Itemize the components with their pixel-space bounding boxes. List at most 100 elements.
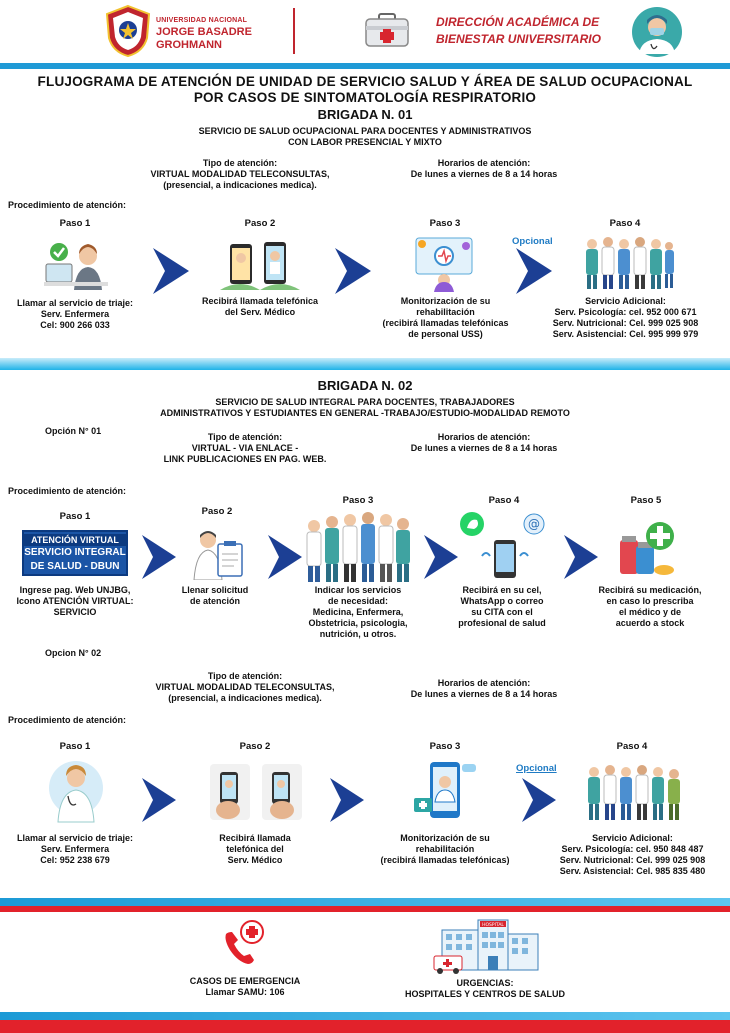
b2o1-step3-text: Indicar los servicios de necesidad: Medi… <box>308 585 408 639</box>
b2o2-step1-text: Llamar al servicio de triaje: Serv. Enfe… <box>16 833 134 865</box>
b2o2-step3-text: Monitorización de su rehabilitación (rec… <box>380 833 510 865</box>
b2-opt2-horario-label: Horarios de atención: <box>437 678 531 688</box>
b2o1-step3-label: Paso 3 <box>342 495 374 506</box>
univ-line1: UNIVERSIDAD NACIONAL <box>156 17 248 24</box>
hospital-building-icon: HOSPITAL <box>433 919 539 974</box>
b1-arrow-3 <box>516 248 552 294</box>
doctor-form-icon <box>193 531 243 580</box>
brigada2-title: BRIGADA N. 02 <box>317 378 413 393</box>
doctor-avatar-icon <box>632 7 682 57</box>
header: UNIVERSIDAD NACIONAL JORGE BASADRE GROHM… <box>0 0 730 62</box>
medical-staff-icon-2 <box>588 765 680 820</box>
university-seal-icon <box>105 4 151 58</box>
b2o1-step4-label: Paso 4 <box>488 495 520 506</box>
b2-opt1-procedimiento: Procedimiento de atención: <box>8 486 127 496</box>
brigada1-subtitle: SERVICIO DE SALUD OCUPACIONAL PARA DOCEN… <box>198 126 532 147</box>
b2-opt2-tipo-label: Tipo de atención: <box>207 671 283 681</box>
b1-arrow-1 <box>153 248 189 294</box>
nurse-headset-icon <box>49 761 103 823</box>
b2o1-step1-label: Paso 1 <box>59 511 91 522</box>
footer-band-top <box>0 898 730 906</box>
b2o2-arrow-2 <box>330 778 364 822</box>
b1-arrow-2 <box>335 248 371 294</box>
badge-line2: SERVICIO INTEGRAL <box>24 547 126 558</box>
b2o1-arrow-1 <box>142 535 176 579</box>
emergencia-value: Llamar SAMU: 106 <box>205 987 285 997</box>
b2o1-step2-text: Llenar solicitud de atención <box>181 585 249 606</box>
hospital-sign: HOSPITAL <box>482 922 504 928</box>
b2-opt1-tipo-value: VIRTUAL - VIA ENLACE - LINK PUBLICACIONE… <box>163 443 327 464</box>
b2o1-step1-text: Ingrese pag. Web UNJBG, Icono ATENCIÓN V… <box>16 585 134 617</box>
dept-line1: DIRECCIÓN ACADÉMICA DE <box>436 15 600 29</box>
b2o1-step5-label: Paso 5 <box>630 495 662 506</box>
b1-horario-label: Horarios de atención: <box>437 158 531 168</box>
urgencias-value: HOSPITALES Y CENTROS DE SALUD <box>404 989 566 999</box>
emergencia-title: CASOS DE EMERGENCIA <box>189 976 301 986</box>
b1-step1-text: Llamar al servicio de triaje: Serv. Enfe… <box>16 298 134 330</box>
medication-icon <box>620 522 674 575</box>
urgencias-title: URGENCIAS: <box>456 978 514 988</box>
b2o2-step4-label: Paso 4 <box>616 741 648 752</box>
b1-tipo-value: VIRTUAL MODALIDAD TELECONSULTAS, (presen… <box>150 169 330 190</box>
b1-step4-text: Servicio Adicional: Serv. Psicología: ce… <box>552 296 699 339</box>
atencion-virtual-badge[interactable]: ATENCIÓN VIRTUAL SERVICIO INTEGRAL DE SA… <box>22 530 128 576</box>
badge-line3: DE SALUD - DBUN <box>30 561 120 572</box>
b1-horario-value: De lunes a viernes de 8 a 14 horas <box>410 169 558 179</box>
b2o1-step5-text: Recibirá su medicación, en caso lo presc… <box>598 585 702 628</box>
b2-opt1-label: Opción N° 01 <box>45 426 102 436</box>
header-band <box>0 63 730 69</box>
b2-opt2-tipo-value: VIRTUAL MODALIDAD TELECONSULTAS, (presen… <box>155 682 335 703</box>
section-divider-band <box>0 358 730 370</box>
whatsapp-email-icon: @ <box>460 512 545 578</box>
b2o2-arrow-1 <box>142 778 176 822</box>
b1-procedimiento: Procedimiento de atención: <box>8 200 127 210</box>
bottom-band-red <box>0 1020 730 1033</box>
b2-opt2-label: Opcion N° 02 <box>45 648 102 658</box>
phone-doctor-icon <box>414 762 476 818</box>
univ-line2: JORGE BASADRE <box>156 26 252 38</box>
nurse-phone-icon <box>44 243 108 290</box>
monitoring-icon <box>415 237 473 292</box>
first-aid-kit-icon <box>365 13 409 47</box>
b2o2-arrow-3 <box>522 778 556 822</box>
svg-text:@: @ <box>528 517 540 531</box>
b1-step3-text: Monitorización de su rehabilitación (rec… <box>382 296 509 339</box>
emergency-phone-icon <box>225 920 264 964</box>
medical-staff-icon <box>586 237 674 289</box>
b2o2-step2-text: Recibirá llamada telefónica del Serv. Mé… <box>219 833 291 865</box>
b1-step2-text: Recibirá llamada telefónica del Serv. Mé… <box>201 296 319 317</box>
b2-opt1-horario-value: De lunes a viernes de 8 a 14 horas <box>410 443 558 453</box>
b2o2-step1-label: Paso 1 <box>59 741 91 752</box>
b2o2-step4-text: Servicio Adicional: Serv. Psicología: ce… <box>559 833 706 876</box>
health-team-icon <box>306 512 410 582</box>
page-title-line1: FLUJOGRAMA DE ATENCIÓN DE UNIDAD DE SERV… <box>37 74 693 89</box>
b1-step1-label: Paso 1 <box>59 218 91 229</box>
b1-step2-label: Paso 2 <box>244 218 276 229</box>
phone-consult-icon <box>210 764 302 820</box>
univ-line3: GROHMANN <box>156 39 222 51</box>
brigada1-title: BRIGADA N. 01 <box>317 107 413 122</box>
b2o2-step3-label: Paso 3 <box>429 741 461 752</box>
header-divider <box>293 8 295 54</box>
b2o1-arrow-4 <box>564 535 598 579</box>
dept-line2: BIENESTAR UNIVERSITARIO <box>436 32 601 46</box>
footer-band-red <box>0 906 730 912</box>
b2o2-opcional-tag: Opcional <box>516 763 557 774</box>
b2o1-step2-label: Paso 2 <box>201 506 233 517</box>
page-title-line2: POR CASOS DE SINTOMATOLOGÍA RESPIRATORIO <box>193 90 537 105</box>
b1-opcional-tag: Opcional <box>512 236 553 247</box>
b1-step4-label: Paso 4 <box>609 218 641 229</box>
badge-line1: ATENCIÓN VIRTUAL <box>24 534 126 546</box>
b1-step3-label: Paso 3 <box>429 218 461 229</box>
b2-opt2-procedimiento: Procedimiento de atención: <box>8 715 127 725</box>
b2-opt1-horario-label: Horarios de atención: <box>437 432 531 442</box>
brigada2-subtitle: SERVICIO DE SALUD INTEGRAL PARA DOCENTES… <box>160 397 570 418</box>
video-call-icon <box>220 242 300 290</box>
b1-tipo-label: Tipo de atención: <box>202 158 278 168</box>
b2o1-arrow-2 <box>268 535 302 579</box>
b2o1-arrow-3 <box>424 535 458 579</box>
b2-opt1-tipo-label: Tipo de atención: <box>207 432 283 442</box>
b2-opt2-horario-value: De lunes a viernes de 8 a 14 horas <box>410 689 558 699</box>
b2o1-step4-text: Recibirá en su cel, WhatsApp o correo su… <box>458 585 546 628</box>
bottom-band-blue <box>0 1012 730 1020</box>
